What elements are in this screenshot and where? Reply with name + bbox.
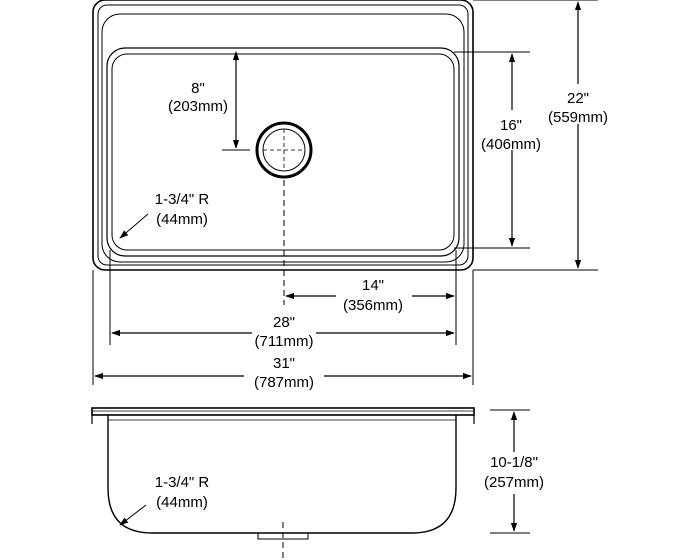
drain-offset-imperial: 8" (191, 80, 205, 97)
bowl-outer (106, 47, 460, 257)
corner-radius-metric: (44mm) (156, 211, 208, 228)
label-mask-22 (544, 84, 614, 124)
label-mask-31 (244, 354, 324, 394)
overall-depth-metric: (559mm) (548, 109, 608, 126)
drain-outlet (255, 121, 313, 179)
drain-offset-metric: (203mm) (168, 98, 228, 115)
label-mask-28 (252, 312, 316, 352)
drain-to-right-imperial: 14" (362, 277, 384, 294)
label-mask-16 (476, 110, 546, 150)
side-view (91, 407, 530, 560)
label-mask-depth (480, 452, 550, 494)
depth-metric: (257mm) (484, 474, 544, 491)
side-corner-radius-leader (119, 504, 147, 526)
drain-to-right-metric: (356mm) (343, 297, 403, 314)
sink-deck (101, 13, 465, 263)
sink-outer-rim (92, 0, 474, 271)
bowl-width-imperial: 28" (273, 314, 295, 331)
corner-radius-leader (119, 213, 149, 239)
overall-width-metric: (787mm) (254, 374, 314, 391)
corner-radius-imperial: 1-3/4" R (155, 191, 210, 208)
bowl-depth-metric: (406mm) (481, 136, 541, 153)
label-mask-14 (336, 276, 412, 316)
overall-depth-imperial: 22" (567, 90, 589, 107)
bowl-width-metric: (711mm) (255, 333, 314, 350)
sink-rim-inner (97, 4, 469, 266)
side-corner-radius-metric: (44mm) (156, 494, 208, 511)
depth-imperial: 10-1/8" (490, 454, 538, 471)
overall-width-imperial: 31" (273, 355, 295, 372)
side-rim-flange (91, 407, 475, 416)
bowl-depth-imperial: 16" (500, 117, 522, 134)
side-corner-radius-imperial: 1-3/4" R (155, 474, 210, 491)
bowl-inner (111, 53, 455, 251)
